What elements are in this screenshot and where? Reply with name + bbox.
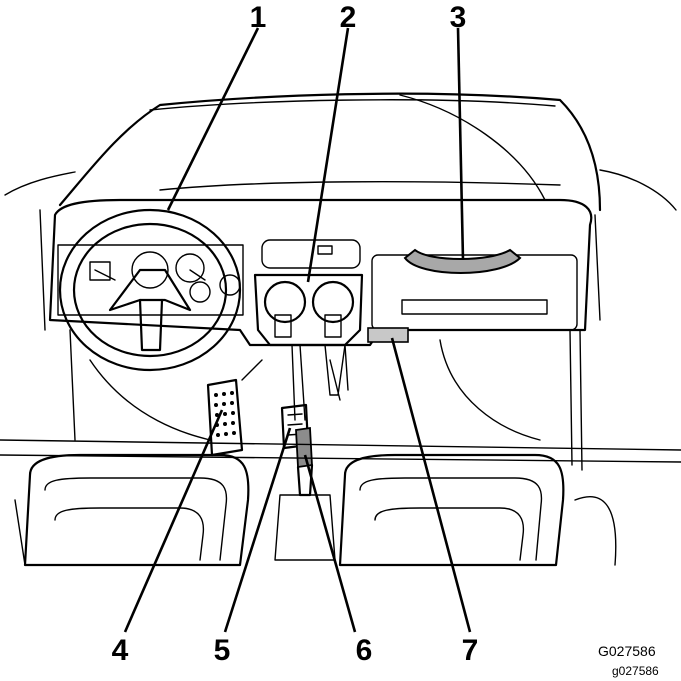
leader-lines [123,27,472,633]
figure-id-primary: G027586 [598,643,656,659]
callout-5: 5 [214,634,231,667]
dashboard [39,198,601,347]
leader-3 [456,27,465,261]
floor [0,329,681,471]
callout-1: 1 [250,1,267,34]
left-seat [14,453,250,567]
callout-3: 3 [450,1,467,34]
leader-4 [123,409,224,633]
grab-handle [403,248,522,274]
glove-box-latch [367,327,409,343]
leader-1 [166,27,260,211]
callout-4: 4 [112,634,129,667]
leader-2 [306,27,350,283]
callout-7: 7 [462,634,479,667]
callout-2: 2 [340,1,357,34]
leader-5 [223,427,292,633]
leader-6 [303,454,357,633]
callout-6: 6 [356,634,373,667]
accelerator-pedal [206,359,263,457]
cab-roof [4,92,677,212]
leader-7 [390,337,472,633]
dash-controls [253,245,364,347]
right-seat [338,453,617,567]
steering-column [291,344,349,421]
steering-wheel [58,208,242,372]
figure-id-secondary: g027586 [612,664,659,678]
